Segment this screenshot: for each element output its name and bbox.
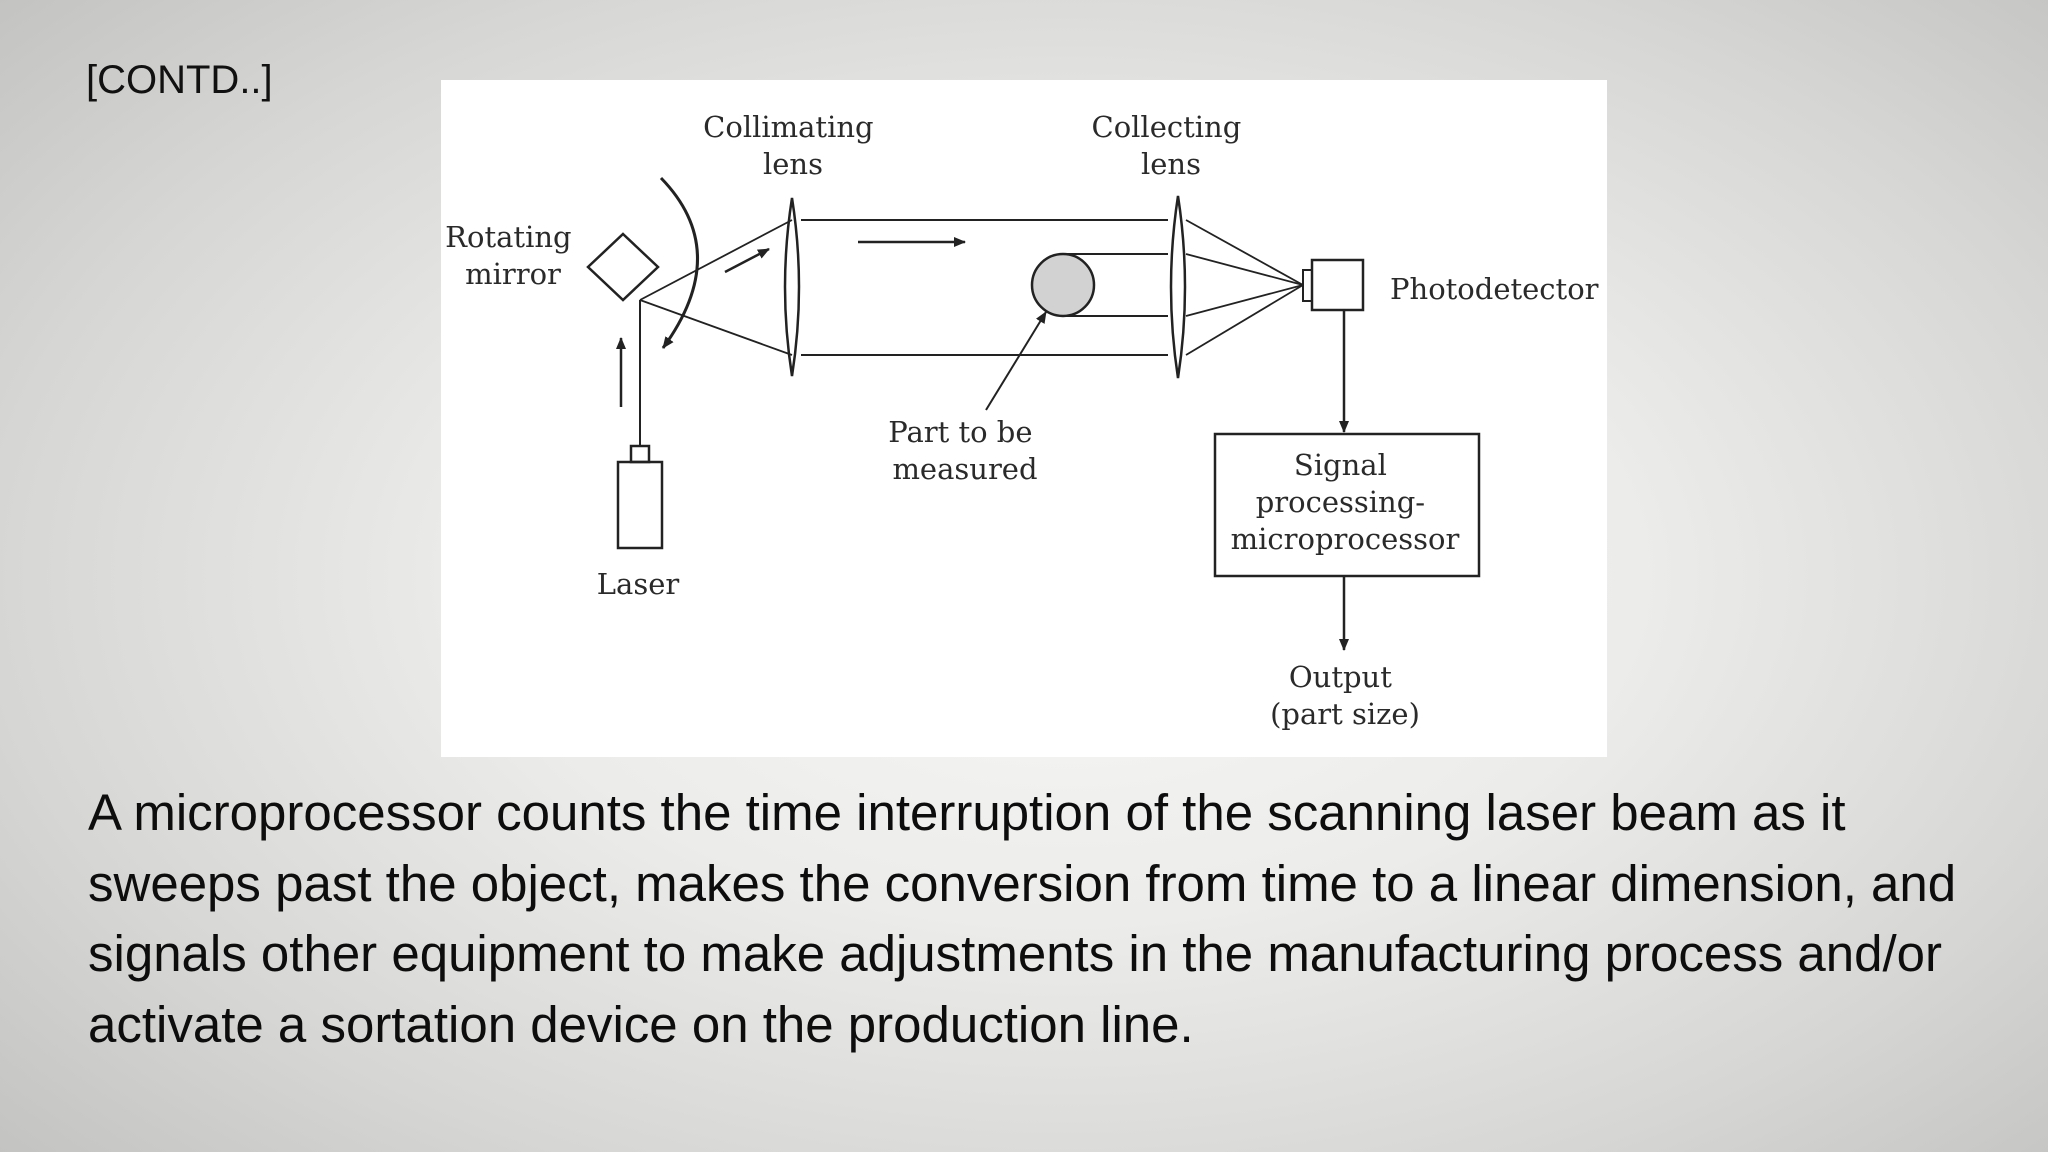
signal-processing-box	[1213, 432, 1481, 578]
slide-caption: A microprocessor counts the time interru…	[88, 784, 1957, 1053]
rotating-mirror	[586, 232, 660, 302]
converge-beam-2	[1185, 253, 1304, 286]
collimating-lens-label: Collimating lens	[703, 110, 883, 181]
output-label: Output (part size)	[1270, 660, 1420, 731]
collimating-lens	[783, 197, 801, 377]
converge-beam-4	[1185, 284, 1304, 356]
slide-section-label: [CONTD..]	[86, 58, 273, 102]
diagram-svg: Collimating lens Collecting lens Rotatin…	[445, 110, 1599, 731]
converge-beam-1	[1185, 219, 1304, 286]
signal-processing-label: Signal processing- microprocessor	[1231, 448, 1460, 556]
rotating-mirror-label: Rotating mirror	[445, 220, 581, 291]
laser-scanning-diagram: Collimating lens Collecting lens Rotatin…	[441, 80, 1607, 757]
photodetector-window	[1302, 269, 1313, 302]
scan-direction-arrow	[724, 247, 770, 274]
scan-beam-upper	[639, 219, 793, 301]
part-pointer	[985, 311, 1047, 411]
mirror-rotation-arrow	[659, 176, 699, 349]
laser-aperture	[629, 444, 651, 464]
collecting-lens	[1169, 195, 1187, 379]
scan-beam-lower	[639, 299, 793, 356]
photodetector-label: Photodetector	[1390, 272, 1599, 306]
converge-beam-3	[1185, 284, 1304, 317]
photodetector	[1310, 258, 1365, 312]
laser-label: Laser	[597, 567, 680, 601]
laser-body	[616, 460, 664, 550]
collecting-lens-label: Collecting lens	[1092, 110, 1251, 181]
measured-part	[1030, 252, 1096, 318]
part-label: Part to be measured	[888, 415, 1042, 486]
